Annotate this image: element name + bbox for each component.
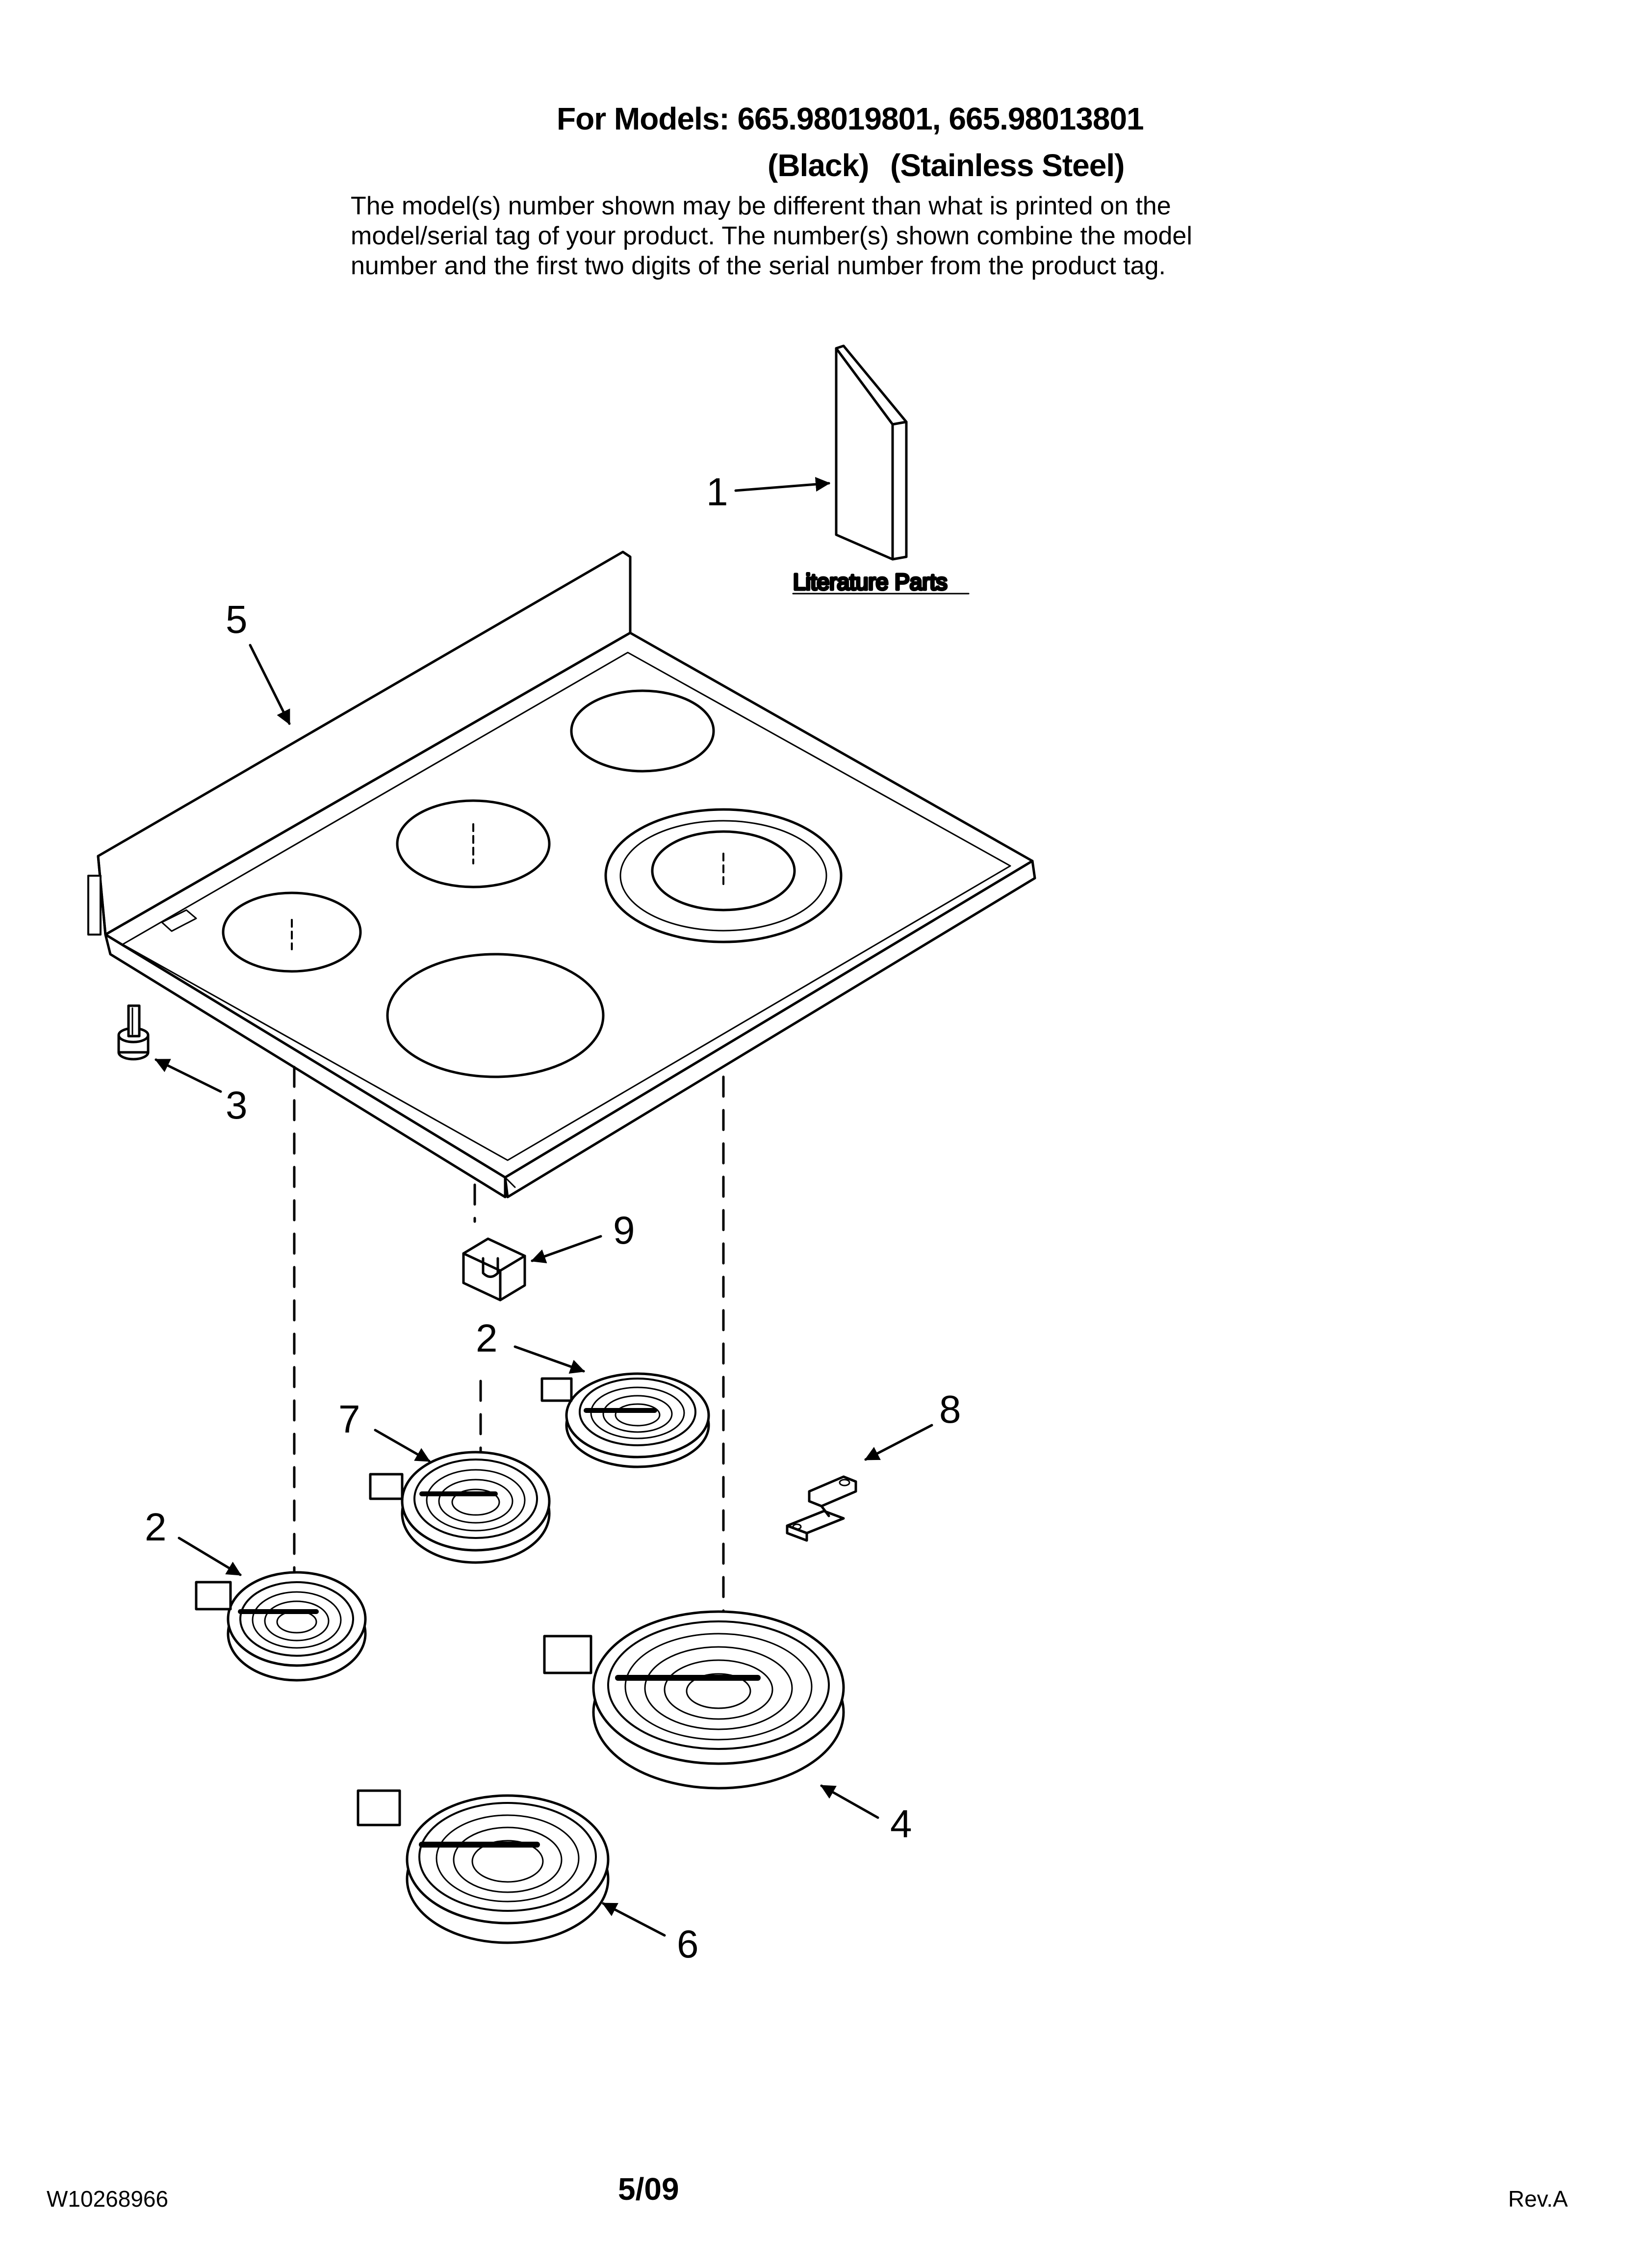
burner-outline-center [396, 799, 551, 888]
callout-4: 4 [820, 1784, 912, 1846]
small-radiant-element-lower [195, 1571, 367, 1682]
callout-number: 5 [226, 598, 248, 641]
model-color-stainless: (Stainless Steel) [890, 148, 1125, 183]
callout-number: 2 [476, 1316, 498, 1360]
callout-number: 9 [613, 1208, 635, 1252]
callout-2-upper: 2 [476, 1316, 585, 1374]
callout-6: 6 [602, 1902, 699, 1966]
cooktop-assembly [87, 550, 1036, 1199]
note-line: number and the first two digits of the s… [351, 252, 1166, 280]
callout-number: 4 [890, 1802, 912, 1846]
callout-number: 6 [677, 1922, 699, 1966]
page-title: For Models: 665.98019801, 665.98013801 [557, 101, 1144, 136]
note-line: model/serial tag of your product. The nu… [351, 222, 1192, 250]
callout-1: 1 [706, 470, 830, 514]
dual-radiant-element [543, 1610, 845, 1790]
note-line: The model(s) number shown may be differe… [351, 192, 1171, 220]
callout-number: 2 [145, 1505, 167, 1549]
bracket-block-part [462, 1237, 526, 1302]
model-number-note: The model(s) number shown may be differe… [351, 191, 1332, 281]
revision-date: 5/09 [618, 2171, 679, 2207]
knob-part [117, 1004, 150, 1061]
callout-7: 7 [338, 1397, 431, 1462]
callout-number: 7 [338, 1397, 360, 1441]
callout-8: 8 [864, 1387, 961, 1461]
callout-number: 1 [706, 470, 728, 514]
literature-parts-booklet [835, 344, 908, 561]
model-color-black: (Black) [768, 148, 869, 183]
burner-outline-left-rear [222, 891, 362, 973]
burner-outline-dual-outer [604, 808, 843, 943]
burner-outline-dual-inner [651, 830, 796, 912]
revision-label: Rev.A [1508, 2186, 1568, 2212]
callout-2-lower: 2 [145, 1505, 242, 1576]
clip-bracket-part [786, 1475, 857, 1542]
callout-9: 9 [531, 1208, 635, 1264]
small-radiant-element-upper [540, 1372, 710, 1468]
literature-parts-label: Literature Parts [793, 569, 947, 595]
radiant-element-7 [369, 1451, 551, 1564]
burner-outline-right-rear [570, 689, 715, 773]
callout-number: 3 [226, 1083, 248, 1127]
callout-number: 8 [939, 1387, 961, 1431]
callout-5: 5 [226, 598, 291, 725]
burner-outline-left-front [386, 953, 605, 1078]
callout-3: 3 [154, 1058, 248, 1127]
radiant-element-6 [357, 1789, 610, 1944]
document-number: W10268966 [47, 2186, 169, 2212]
